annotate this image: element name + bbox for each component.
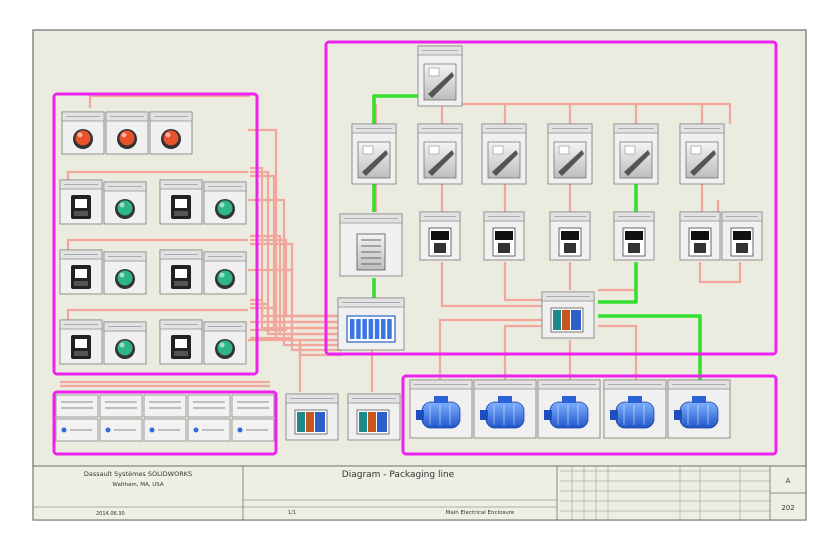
- motor: [473, 379, 537, 439]
- io-module: [347, 393, 401, 441]
- highlight-layer: [52, 40, 778, 456]
- bus-wire: [248, 198, 342, 347]
- green-pushbutton: [203, 181, 247, 225]
- drawing-date: 2014.06.30: [96, 511, 125, 517]
- terminal-block: [187, 394, 231, 442]
- bus-wire: [503, 262, 548, 302]
- bus-wire: [248, 268, 342, 352]
- drive-unit: [481, 123, 527, 185]
- bus-wire: [250, 326, 342, 332]
- terminal-block: [231, 394, 275, 442]
- highlight-left-panel: [52, 92, 259, 376]
- sheet-index: 1/1: [288, 510, 296, 516]
- selector-switch: [59, 319, 103, 365]
- selector-switch: [159, 319, 203, 365]
- drive-unit: [547, 123, 593, 185]
- bus-wire: [438, 318, 548, 380]
- bus-wire: [440, 102, 732, 124]
- green-wire-motor: [598, 314, 702, 384]
- selector-switch: [159, 249, 203, 295]
- active-wiring-layer: [372, 94, 702, 384]
- green-wire-drive: [372, 94, 422, 124]
- main-feeder: [417, 45, 463, 107]
- motor: [409, 379, 473, 439]
- bus-wire: [88, 94, 250, 108]
- power-supply: [339, 213, 403, 277]
- green-pushbutton: [103, 251, 147, 295]
- components-layer: [55, 45, 763, 442]
- drive-unit: [613, 123, 659, 185]
- red-pushbutton: [149, 111, 193, 155]
- bus-wire: [440, 262, 548, 308]
- bus-wire: [298, 338, 342, 392]
- terminal-block: [55, 394, 99, 442]
- contactor: [483, 211, 525, 261]
- selector-switch: [59, 249, 103, 295]
- diagram-title: Diagram - Packaging line: [342, 470, 455, 480]
- drive-unit: [417, 123, 463, 185]
- diagram-subtitle: Main Electrical Enclosure: [446, 510, 515, 516]
- contactor: [613, 211, 655, 261]
- bus-wire: [66, 308, 248, 324]
- revision-code: A: [786, 477, 791, 485]
- drive-unit: [679, 123, 725, 185]
- contactor: [419, 211, 461, 261]
- bus-wire: [598, 324, 638, 380]
- io-module: [285, 393, 339, 441]
- green-pushbutton: [103, 321, 147, 365]
- drive-unit: [351, 123, 397, 185]
- bus-wire: [250, 306, 342, 318]
- contactor: [679, 211, 721, 261]
- motor: [667, 379, 731, 439]
- sheet-number: 202: [781, 504, 794, 512]
- green-pushbutton: [203, 321, 247, 365]
- highlight-main-panel: [324, 40, 778, 356]
- green-pushbutton: [203, 251, 247, 295]
- wiring-layer: [60, 94, 742, 392]
- bus-wire: [503, 324, 548, 380]
- highlight-terminal-group: [52, 390, 278, 456]
- terminal-block: [99, 394, 143, 442]
- company-name: Dassault Systèmes SOLIDWORKS: [84, 470, 192, 478]
- contactor: [549, 211, 591, 261]
- motor: [603, 379, 667, 439]
- central-io-module: [541, 291, 595, 339]
- company-location: Waltham, MA, USA: [112, 482, 163, 488]
- terminal-block: [143, 394, 187, 442]
- title-block-grid: [560, 466, 770, 520]
- motor: [537, 379, 601, 439]
- bus-wire: [66, 238, 248, 254]
- selector-switch: [159, 179, 203, 225]
- plc-unit: [337, 297, 405, 351]
- selector-switch: [59, 179, 103, 225]
- contactor: [721, 211, 763, 261]
- green-pushbutton: [103, 181, 147, 225]
- highlight-motor-group: [401, 374, 778, 456]
- red-pushbutton: [61, 111, 105, 155]
- title-block: Dassault Systèmes SOLIDWORKS Waltham, MA…: [32, 465, 807, 521]
- green-wire-motor: [598, 262, 638, 304]
- bus-wire: [698, 262, 742, 284]
- red-pushbutton: [105, 111, 149, 155]
